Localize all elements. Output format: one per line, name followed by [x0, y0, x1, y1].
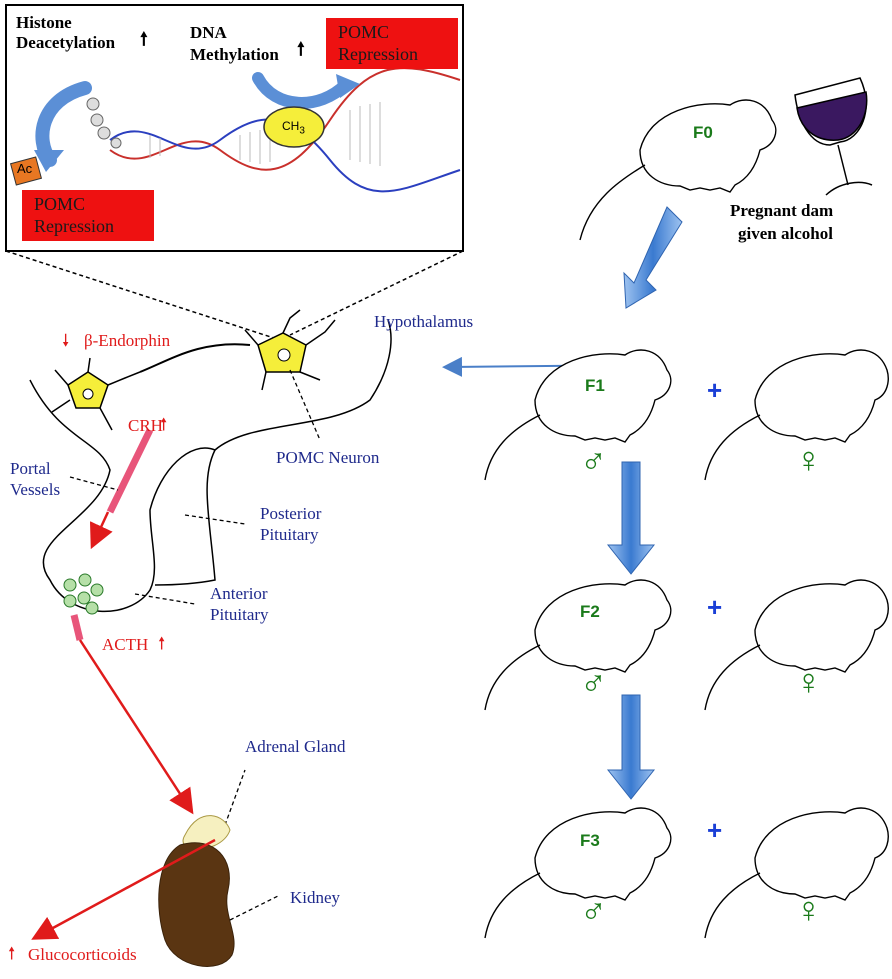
portal-vessels-label-line1: Portal: [10, 459, 51, 478]
pituitary-cells: [63, 573, 104, 615]
dna-label-line1: DNA: [190, 23, 227, 42]
axon: [139, 343, 251, 373]
acth-up-arrow-icon: 🠕: [158, 634, 166, 653]
pomc-neuron-label: POMC Neuron: [276, 448, 380, 467]
dna-helix: [86, 67, 461, 193]
f3-plus: +: [707, 815, 723, 845]
histone-arrow-head: [34, 150, 64, 172]
f0-label: F0: [693, 123, 713, 142]
ch3-label: CH3: [282, 119, 305, 137]
portal-arrow: [89, 511, 113, 550]
zoom-line-left: [5, 250, 281, 341]
rat-f2-male: [484, 579, 672, 711]
rat-f1-male: [484, 349, 672, 481]
leader-lines: [69, 369, 321, 921]
dna-up-arrow-icon: 🠕: [297, 39, 305, 59]
portal-vessel: [106, 428, 154, 514]
ac-box: [9, 156, 43, 186]
f1-female-icon: ♀: [795, 439, 822, 480]
pomc-repression-bottom: POMC Repression: [22, 190, 154, 242]
pomc-repression-top: POMC Repression: [326, 18, 458, 70]
kidney-label: Kidney: [290, 888, 341, 907]
rat-f3-female: [704, 807, 889, 939]
f3-female-icon: ♀: [795, 889, 822, 930]
anterior-pituitary-label-line1: Anterior: [210, 584, 268, 603]
rat-f2-female: [704, 579, 889, 711]
rat-f0: [579, 99, 777, 241]
rat-f1-female: [704, 349, 889, 481]
pregnant-label-line2: given alcohol: [738, 224, 833, 243]
neuron-small: [51, 357, 141, 431]
f2-plus: +: [707, 592, 723, 622]
methylation-arrow-head: [336, 74, 360, 98]
beta-endorphin-down-icon: 🠗: [62, 331, 70, 350]
f3-male-icon: ♂: [580, 889, 607, 930]
dna-label-line2: Methylation: [190, 45, 279, 64]
ac-label: Ac: [17, 161, 33, 176]
f2-male-icon: ♂: [580, 661, 607, 702]
kidney: [158, 842, 235, 967]
brain-outline: [29, 319, 392, 612]
f1-plus: +: [707, 375, 723, 405]
neuron-pomc: [244, 309, 336, 391]
acth-arrow: [78, 639, 194, 815]
posterior-pituitary-label-line2: Pituitary: [260, 525, 319, 544]
acth-label: ACTH: [102, 635, 149, 654]
wine-glass: [794, 77, 873, 196]
ch3-subscript: 3: [299, 125, 305, 137]
histone-up-arrow-icon: 🠕: [140, 29, 148, 49]
rat-f3-male: [484, 807, 672, 939]
anterior-pituitary-label-line2: Pituitary: [210, 605, 269, 624]
f1-label: F1: [585, 376, 605, 395]
f2-label: F2: [580, 602, 600, 621]
glucocorticoids-up-arrow-icon: 🠕: [8, 944, 16, 963]
crh-up-arrow-icon: 🠕: [160, 415, 168, 434]
portal-vessels-label-line2: Vessels: [10, 480, 61, 499]
crh-label: CRH: [128, 416, 163, 435]
hypothalamus-label: Hypothalamus: [374, 312, 474, 331]
anterior-vessel: [70, 614, 84, 641]
histone-label-line1: Histone: [16, 13, 72, 32]
generation-arrows: [606, 206, 683, 800]
glucocorticoid-arrow: [31, 838, 216, 940]
adrenal-gland-label: Adrenal Gland: [245, 737, 346, 756]
methylation-arrow: [252, 72, 351, 109]
glucocorticoids-label: Glucocorticoids: [28, 945, 137, 964]
posterior-pituitary-label-line1: Posterior: [260, 504, 322, 523]
f3-label: F3: [580, 831, 600, 850]
pregnant-label-line1: Pregnant dam: [730, 201, 834, 220]
f1-male-icon: ♂: [580, 439, 607, 480]
beta-endorphin-label: β-Endorphin: [84, 331, 171, 350]
histone-label-line2: Deacetylation: [16, 33, 116, 52]
f2-female-icon: ♀: [795, 661, 822, 702]
ch3-ellipse: [263, 106, 325, 148]
